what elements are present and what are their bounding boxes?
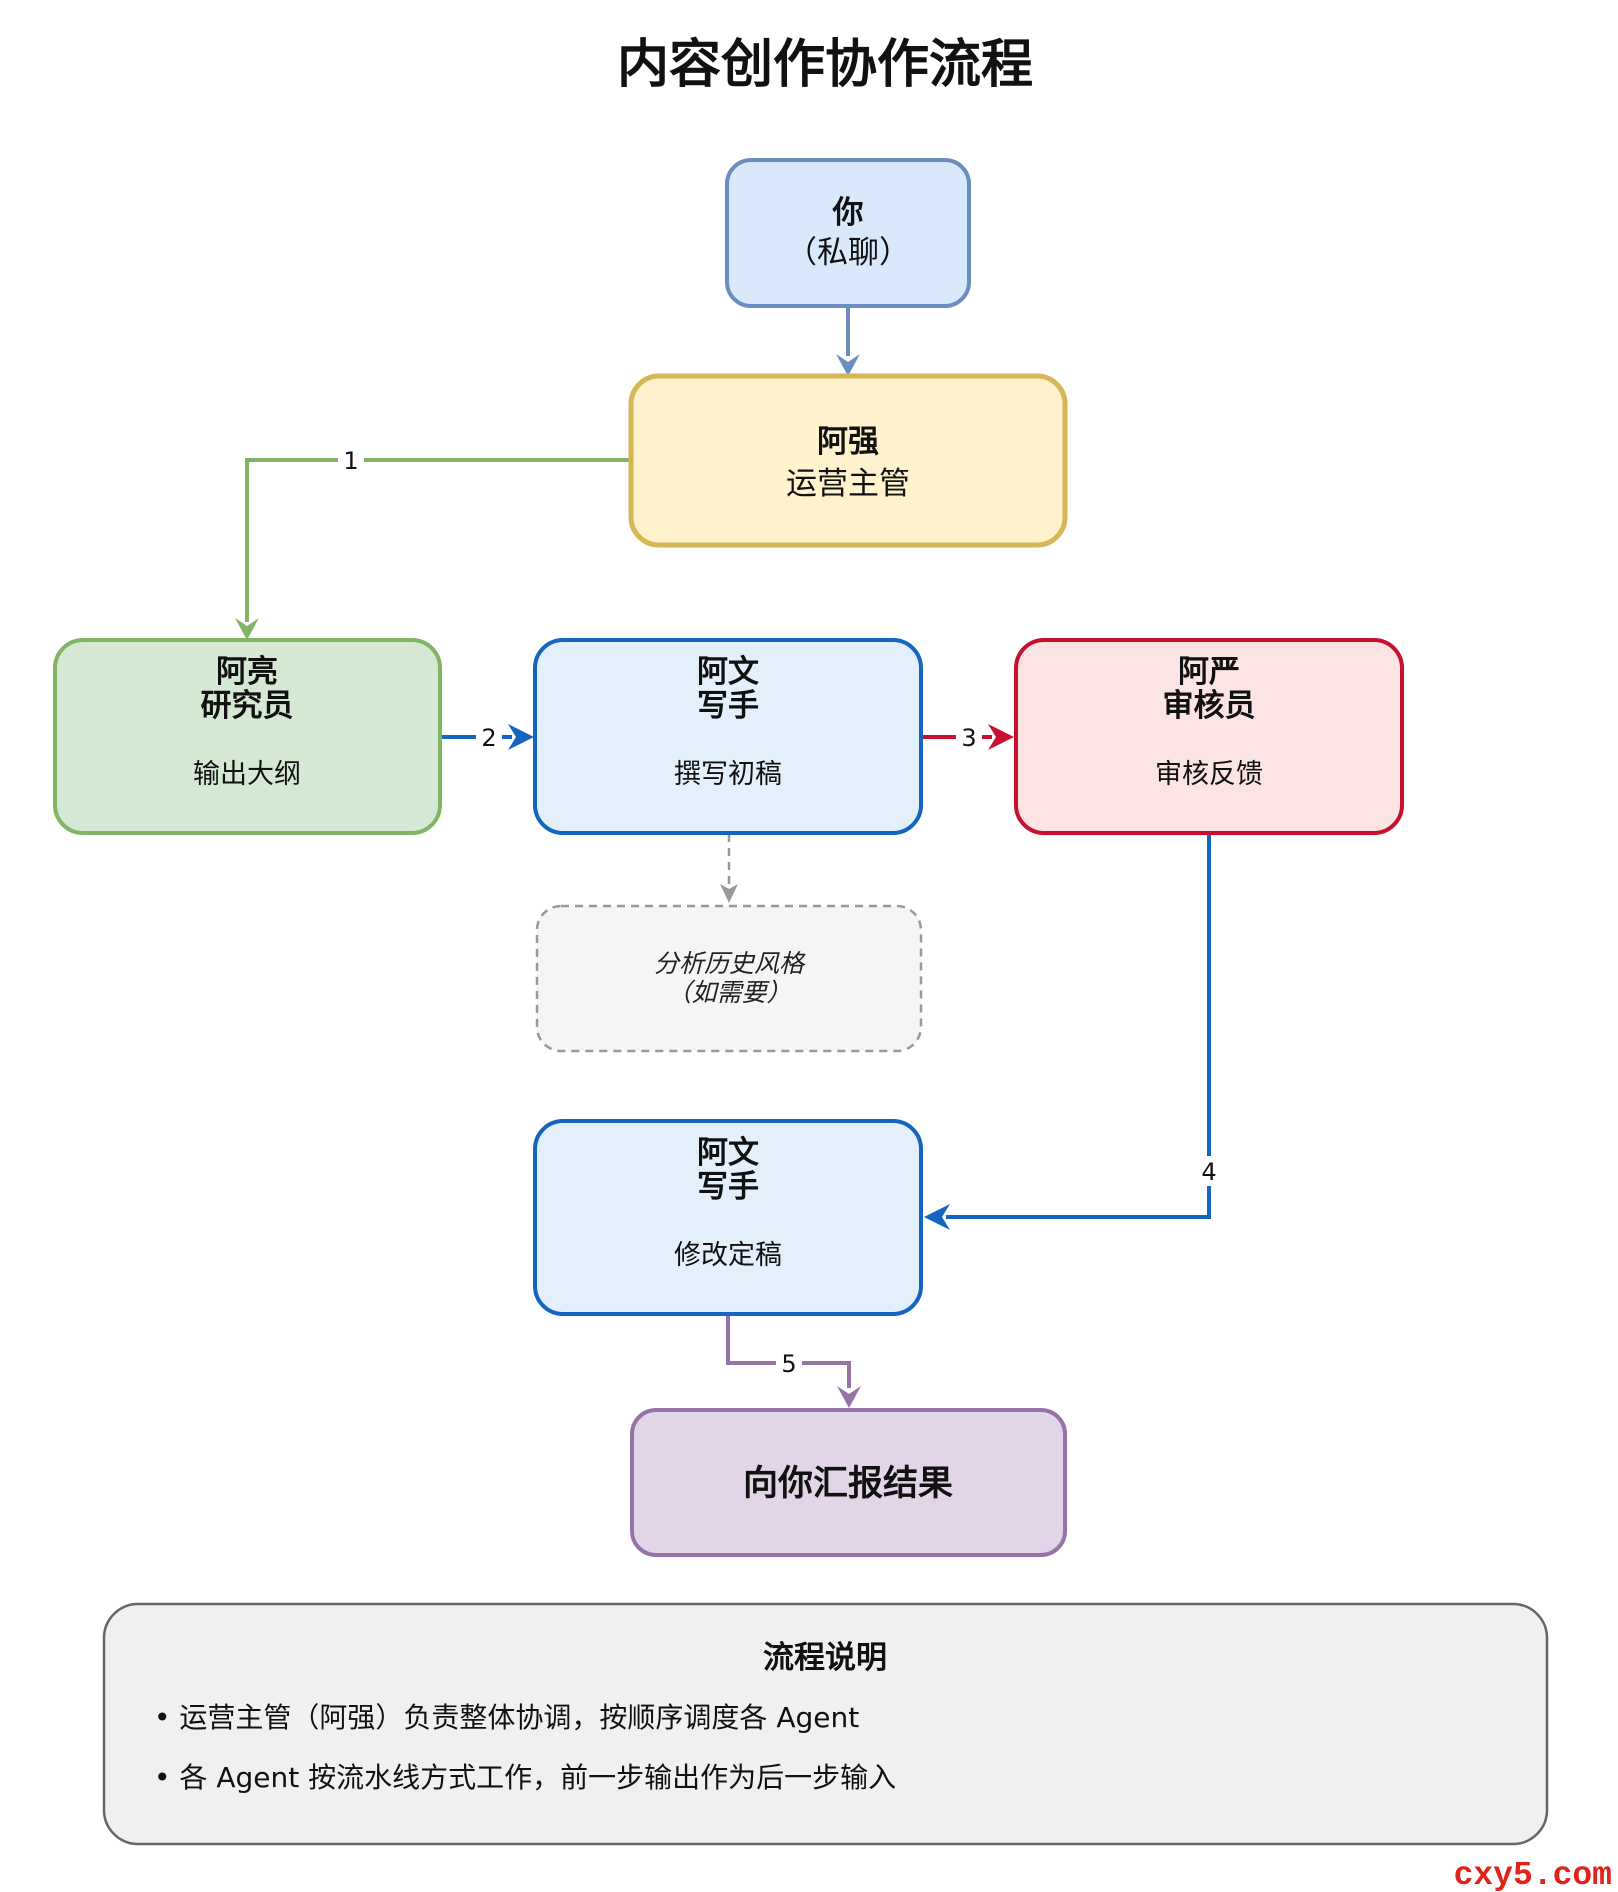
edge-label-5: 5	[781, 1350, 796, 1378]
node-writer-final-title: 阿文	[697, 1135, 759, 1171]
edge-label-bg	[776, 1349, 802, 1377]
node-reviewer-role: 审核员	[1163, 688, 1256, 724]
edge-researcher-to-writer: 2	[440, 723, 534, 752]
edge-reviewer-to-writer-final: 4	[924, 834, 1222, 1230]
notes-box	[102, 1602, 1549, 1846]
node-style-analysis-line1: 分析历史风格	[654, 949, 806, 978]
node-manager: 阿强 运营主管	[628, 373, 1068, 548]
node-box	[628, 373, 1068, 548]
edge-label-bg	[338, 446, 364, 474]
node-writer-draft-task: 撰写初稿	[674, 759, 782, 790]
edge-label-bg	[476, 723, 502, 751]
node-writer-final-task: 修改定稿	[674, 1240, 782, 1271]
node-writer-draft: 阿文 写手 撰写初稿	[533, 638, 923, 835]
node-box	[725, 158, 971, 308]
node-style-analysis: 分析历史风格 （如需要）	[535, 904, 923, 1053]
node-researcher-task: 输出大纲	[193, 759, 301, 790]
edge-label-2: 2	[481, 724, 496, 752]
edge-manager-to-researcher: 1	[235, 446, 631, 640]
edge-label-3: 3	[961, 724, 976, 752]
node-you: 你 （私聊）	[725, 158, 971, 308]
notes-item: • 各 Agent 按流水线方式工作，前一步输出作为后一步输入	[154, 1761, 896, 1794]
node-researcher-role: 研究员	[201, 688, 294, 724]
node-reviewer-title: 阿严	[1178, 654, 1240, 690]
node-report-label: 向你汇报结果	[743, 1464, 953, 1504]
node-reviewer: 阿严 审核员 审核反馈	[1014, 638, 1404, 835]
node-box	[1014, 638, 1404, 835]
notes-panel: 流程说明 • 运营主管（阿强）负责整体协调，按顺序调度各 Agent • 各 A…	[102, 1602, 1549, 1846]
node-box	[630, 1408, 1067, 1557]
node-report: 向你汇报结果	[630, 1408, 1067, 1557]
node-you-subtitle: （私聊）	[786, 235, 910, 271]
node-box	[533, 638, 923, 835]
node-writer-draft-role: 写手	[697, 688, 759, 724]
edge-label-1: 1	[343, 447, 358, 475]
edge-writer-to-reviewer: 3	[921, 723, 1014, 752]
edge-label-4: 4	[1201, 1158, 1216, 1186]
edge-writer-final-to-report: 5	[726, 1314, 861, 1408]
node-writer-final-role: 写手	[697, 1169, 759, 1205]
node-manager-subtitle: 运营主管	[786, 466, 910, 502]
notes-title: 流程说明	[763, 1640, 887, 1676]
node-reviewer-task: 审核反馈	[1155, 759, 1263, 790]
node-style-analysis-line2: （如需要）	[666, 978, 791, 1007]
node-researcher: 阿亮 研究员 输出大纲	[53, 638, 442, 835]
notes-item: • 运营主管（阿强）负责整体协调，按顺序调度各 Agent	[154, 1701, 859, 1734]
node-box	[53, 638, 442, 835]
node-researcher-title: 阿亮	[216, 654, 278, 690]
watermark-text: cxy5.com	[1454, 1857, 1612, 1892]
node-writer-draft-title: 阿文	[697, 654, 759, 690]
node-manager-title: 阿强	[817, 424, 879, 460]
node-you-title: 你	[832, 195, 864, 231]
edge-you-to-manager	[836, 306, 860, 376]
edge-label-bg	[1196, 1156, 1222, 1186]
node-box	[535, 904, 923, 1053]
node-box	[533, 1119, 923, 1316]
edge-writer-to-style-analysis	[720, 834, 738, 903]
page-title: 内容创作协作流程	[617, 35, 1033, 95]
node-writer-final: 阿文 写手 修改定稿	[533, 1119, 923, 1316]
edge-label-bg	[956, 723, 982, 751]
